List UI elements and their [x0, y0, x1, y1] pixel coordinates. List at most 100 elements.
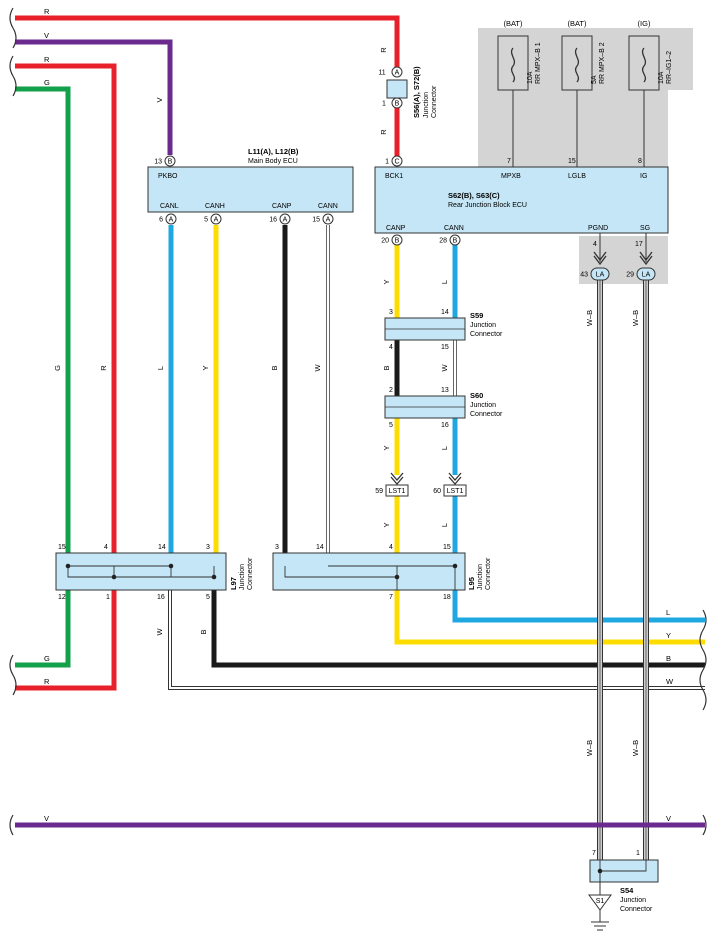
- fuse1-name-line1: 10A: [527, 71, 534, 84]
- s60-bl: 5: [389, 422, 393, 429]
- code-b-rear: B: [382, 365, 391, 370]
- wire-black-l97-out: [211, 590, 705, 668]
- fuse1-name-line2: RR MPX–B 1: [535, 42, 542, 84]
- s60-tl: 2: [389, 387, 393, 394]
- rear-canp-num: 20: [381, 238, 389, 245]
- code-wb-pgnd-1: W–B: [585, 310, 594, 326]
- code-y-canh: Y: [201, 365, 210, 370]
- s59-bl: 4: [389, 344, 393, 351]
- rear-lglb-label: LGLB: [568, 173, 586, 180]
- s59-title: S59: [470, 311, 483, 320]
- lst1-code-right: LST1: [447, 488, 464, 495]
- lst1-code-left: LST1: [389, 488, 406, 495]
- fuse3-name-line1: 10A: [658, 71, 665, 84]
- s54-sub1: Junction: [620, 897, 646, 904]
- code-w-cann: W: [313, 364, 322, 372]
- rear-ecu-title: S62(B), S63(C): [448, 191, 500, 200]
- l97-bot-3: 5: [206, 594, 210, 601]
- code-g-bottom: G: [44, 654, 50, 663]
- code-l-canl: L: [156, 366, 165, 370]
- ecu-pin-shading: [478, 90, 668, 168]
- lst1-left-num: 59: [375, 488, 383, 495]
- la-pin-left: 43: [580, 272, 588, 279]
- lst1-right-num: 60: [433, 488, 441, 495]
- mb-canh-num: 5: [204, 217, 208, 224]
- fuse-rr-ig1-2: (IG): [628, 19, 660, 91]
- fuse2-name-line2: RR MPX–B 2: [599, 42, 606, 84]
- code-w-rear: W: [440, 364, 449, 372]
- code-v-top: V: [44, 31, 49, 40]
- fuse-rr-mpx-b1: (BAT): [497, 19, 529, 91]
- mb-canl-conn: A: [169, 217, 174, 224]
- s60-tr: 13: [441, 387, 449, 394]
- rear-junction-block-ecu: S62(B), S63(C) Rear Junction Block ECU C…: [374, 155, 669, 262]
- l95-title: L95: [467, 577, 476, 590]
- code-wb-sg-2: W–B: [631, 740, 640, 756]
- mb-canp-conn: A: [283, 217, 288, 224]
- s54-right: 1: [636, 850, 640, 857]
- s59-sub1: Junction: [470, 322, 496, 329]
- fuse3-name-line2: RR–IG1–2: [666, 51, 673, 84]
- l95-top-0: 3: [275, 544, 279, 551]
- fuse3-source: (IG): [638, 19, 651, 28]
- l95-top-3: 15: [443, 544, 451, 551]
- rear-cann-num: 28: [439, 238, 447, 245]
- code-v-pkbo: V: [155, 97, 164, 102]
- wire-code-labels: R V R G R R V G R L Y B W Y L B W Y L Y …: [44, 7, 674, 823]
- la-pin-right: 29: [626, 272, 634, 279]
- wire-red-l97-bottom: [15, 590, 117, 691]
- wire-break-marks: [9, 7, 707, 836]
- l97-top-2: 14: [158, 544, 166, 551]
- l97-bot-0: 12: [58, 594, 66, 601]
- code-r-left: R: [99, 365, 108, 371]
- wire-red-l97-top: [15, 63, 117, 553]
- wire-green-l97-bottom: [15, 590, 71, 668]
- rear-canp-conn: B: [395, 238, 400, 245]
- fuse1-source: (BAT): [503, 19, 523, 28]
- rear-bck1-label: BCK1: [385, 173, 403, 180]
- fuse-rr-mpx-b2: (BAT): [561, 19, 593, 91]
- code-w-l97: W: [155, 628, 164, 636]
- mb-canp-label: CANP: [272, 203, 292, 210]
- wire-green-l97-top: [15, 86, 71, 553]
- mb-canl-label: CANL: [160, 203, 179, 210]
- code-y-rear-2: Y: [382, 445, 391, 450]
- mb-cann-num: 15: [312, 217, 320, 224]
- s56-bot-num: 1: [382, 101, 386, 108]
- la-code-left: LA: [596, 272, 605, 279]
- la-code-right: LA: [642, 272, 651, 279]
- l97-bot-1: 1: [106, 594, 110, 601]
- fuse2-source: (BAT): [567, 19, 587, 28]
- code-r-s56-b: R: [379, 129, 388, 135]
- code-l-right: L: [666, 608, 670, 617]
- rear-canp-label: CANP: [386, 225, 406, 232]
- l97-top-0: 15: [58, 544, 66, 551]
- wire-white-l97-out: [169, 590, 705, 689]
- s56-title: S56(A), S72(B): [412, 66, 421, 118]
- s54-sub2: Connector: [620, 906, 653, 913]
- l95-junction-connector: 3 14 4 15 7 18 L95 Junction Connector: [272, 544, 492, 601]
- s60-sub1: Junction: [470, 402, 496, 409]
- rear-ig-num: 8: [638, 158, 642, 165]
- s60-junction-connector: 2 13 5 16 S60 Junction Connector: [384, 387, 503, 429]
- main-body-ecu: L11(A), L12(B) Main Body ECU PKBO CANL C…: [147, 147, 354, 225]
- l97-top-1: 4: [104, 544, 108, 551]
- s59-junction-connector: 3 14 4 15 S59 Junction Connector: [384, 309, 503, 351]
- lst1-connector: LST1 LST1 59 60: [375, 472, 467, 497]
- s54-left: 7: [592, 850, 596, 857]
- code-l-rear-1: L: [440, 280, 449, 284]
- rear-ecu-subtitle: Rear Junction Block ECU: [448, 202, 527, 209]
- code-b-canp: B: [270, 365, 279, 370]
- rear-pgnd-label: PGND: [588, 225, 608, 232]
- code-r-2: R: [44, 55, 50, 64]
- l97-junction-connector: 15 4 14 3 12 1 16 5 L97 Junction Connect…: [55, 544, 254, 601]
- s56-junction-connector: A B 11 1 S56(A), S72(B) Junction Connect…: [378, 66, 438, 118]
- s59-tl: 3: [389, 309, 393, 316]
- rear-bck1-conn: C: [394, 159, 399, 166]
- fuse2-name-line1: 5A: [591, 75, 598, 84]
- code-l-rear-2: L: [440, 446, 449, 450]
- wire-red-to-s56: [15, 15, 400, 68]
- mb-canl-num: 6: [159, 217, 163, 224]
- l95-bot-1: 18: [443, 594, 451, 601]
